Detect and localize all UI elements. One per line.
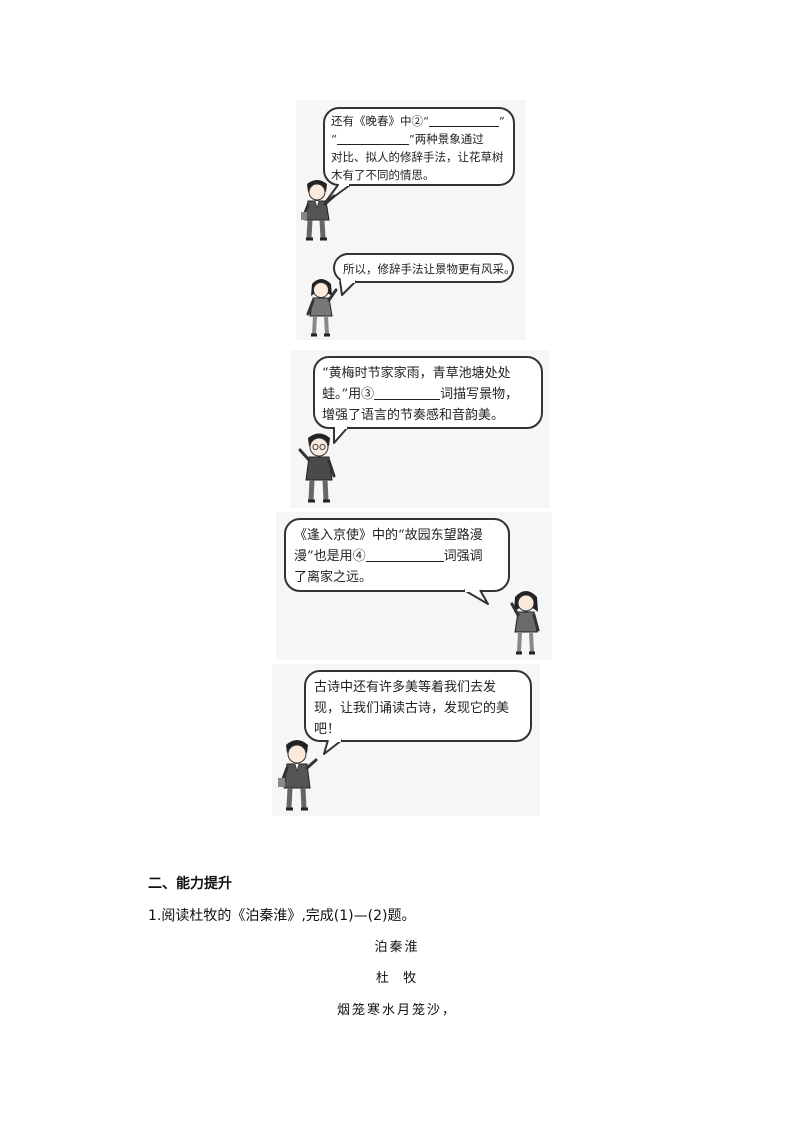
bubble-2-tail <box>339 279 357 296</box>
bubble-1-line-2: “”两种景象通过 <box>331 132 484 146</box>
bubble-5-tail <box>323 738 343 755</box>
boy-figure-icon <box>301 180 336 241</box>
bubble-4-line-3: 了离家之远。 <box>294 570 373 585</box>
boy-with-glasses-figure-icon <box>298 433 336 503</box>
poem-author: 杜 牧 <box>375 971 419 986</box>
speech-bubble-1: 还有《晚春》中②“” “”两种景象通过 对比、拟人的修辞手法，让花草树 木有了不… <box>323 107 515 186</box>
answer-blank-4[interactable] <box>365 548 444 562</box>
bubble-5-line-1: 古诗中还有许多美等着我们去发 <box>314 680 497 695</box>
speech-bubble-2: 所以，修辞手法让景物更有风采。 <box>333 253 516 283</box>
bubble-1-line-3: 对比、拟人的修辞手法，让花草树 <box>331 150 504 164</box>
bubble-1-line-4: 木有了不同的情思。 <box>331 168 435 182</box>
bubble-3-line-1: “黄梅时节家家雨，青草池塘处处 <box>322 366 511 381</box>
question-1-prompt: 1.阅读杜牧的《泊秦淮》,完成(1)—(2)题。 <box>148 908 416 924</box>
poem-title: 泊秦淮 <box>374 940 420 955</box>
boy-figure-icon-2 <box>278 740 318 811</box>
bubble-3-line-3: 增强了语言的节奏感和音韵美。 <box>322 408 505 423</box>
answer-blank-2a[interactable] <box>428 115 499 127</box>
section-heading: 二、能力提升 <box>148 876 232 892</box>
bubble-4-tail <box>463 588 489 605</box>
girl-figure-icon-2 <box>510 591 540 655</box>
bubble-1-line-1: 还有《晚春》中②“” <box>331 114 505 128</box>
bubble-4-line-1: 《逢入京使》中的“故园东望路漫 <box>294 528 483 543</box>
answer-blank-2b[interactable] <box>336 133 409 145</box>
answer-blank-3[interactable] <box>374 386 441 400</box>
poem-line-1: 烟笼寒水月笼沙， <box>336 1003 457 1018</box>
bubble-5-line-2: 现，让我们诵读古诗，发现它的美 <box>314 701 510 716</box>
speech-bubble-5: 古诗中还有许多美等着我们去发 现，让我们诵读古诗，发现它的美 吧！ <box>304 670 532 742</box>
girl-figure-icon <box>306 279 338 337</box>
bubble-3-tail <box>333 425 349 444</box>
bubble-2-line-1: 所以，修辞手法让景物更有风采。 <box>343 262 516 276</box>
bubble-5-line-3: 吧！ <box>314 722 341 737</box>
